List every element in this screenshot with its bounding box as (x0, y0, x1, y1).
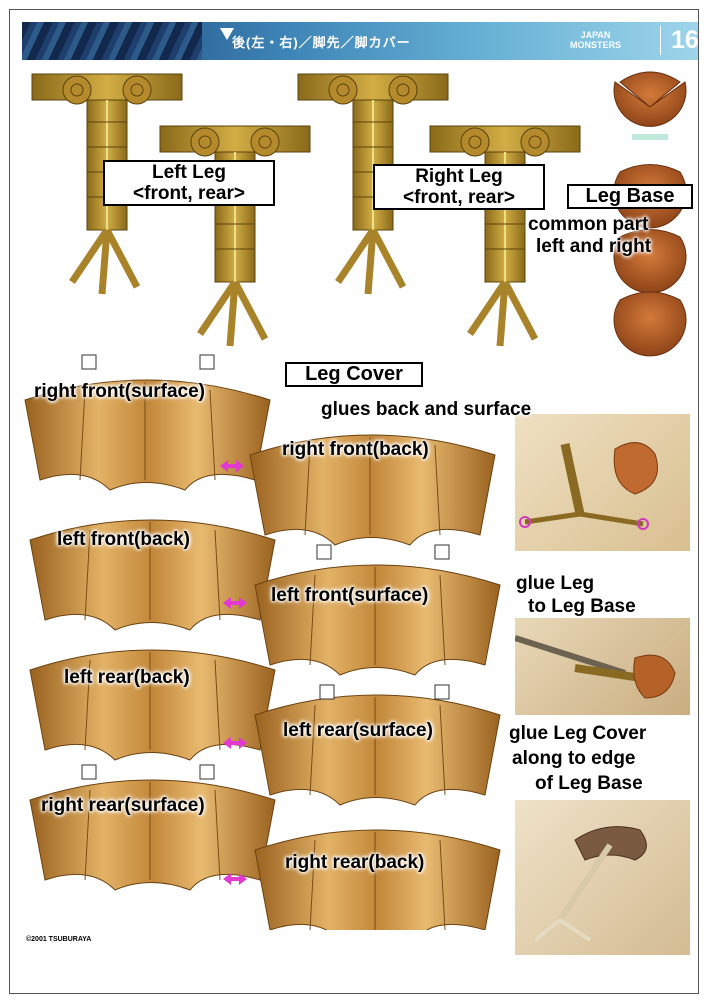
photo-glue-leg-cover (515, 800, 690, 955)
header-photo-strip (22, 22, 202, 60)
copyright-footer: ©2001 TSUBURAYA (26, 936, 91, 943)
part-right-front-back: right front(back) (282, 439, 429, 460)
glues-note: glues back and surface (321, 399, 531, 420)
leg-parts-illustration (20, 62, 700, 362)
leg-cover-label: Leg Cover (285, 362, 423, 387)
part-left-front-back: left front(back) (57, 529, 190, 550)
header-brand: JAPAN MONSTERS (570, 30, 621, 50)
photo-glue-cover-drawing (515, 800, 690, 955)
page-number: 16 (660, 26, 699, 55)
left-leg-label: Left Leg <front, rear> (103, 160, 275, 206)
right-leg-label: Right Leg <front, rear> (373, 164, 545, 210)
photo-glue-leg-drawing (515, 618, 690, 715)
part-left-rear-surface: left rear(surface) (283, 720, 433, 741)
part-right-rear-back: right rear(back) (285, 852, 424, 873)
part-right-rear-surface: right rear(surface) (41, 795, 205, 816)
glue-cover-note-3: of Leg Base (535, 773, 643, 794)
leg-base-label: Leg Base (567, 184, 693, 209)
glue-cover-note-2: along to edge (512, 748, 636, 769)
photo-glue-leg-to-base (515, 618, 690, 715)
glue-cover-note-1: glue Leg Cover (509, 723, 646, 744)
brand-line-1: JAPAN (570, 30, 621, 40)
left-leg-subtitle: <front, rear> (111, 183, 267, 204)
photo-leg-and-base (515, 414, 690, 551)
right-leg-title: Right Leg (381, 166, 537, 187)
brand-line-2: MONSTERS (570, 40, 621, 50)
glue-leg-note-1: glue Leg (516, 573, 594, 594)
part-left-rear-back: left rear(back) (64, 667, 190, 688)
leg-base-note-2: left and right (536, 236, 651, 257)
part-left-front-surface: left front(surface) (271, 585, 428, 606)
page-header: 後(左・右)／脚先／脚カバー JAPAN MONSTERS 16 (22, 22, 698, 60)
left-leg-title: Left Leg (111, 162, 267, 183)
header-title: 後(左・右)／脚先／脚カバー (232, 32, 411, 51)
part-right-front-surface: right front(surface) (34, 381, 205, 402)
photo-leg-and-base-drawing (515, 414, 690, 551)
leg-cover-parts-illustration (20, 350, 510, 930)
leg-base-note-1: common part (528, 214, 648, 235)
right-leg-subtitle: <front, rear> (381, 187, 537, 208)
glue-leg-note-2: to Leg Base (528, 596, 636, 617)
